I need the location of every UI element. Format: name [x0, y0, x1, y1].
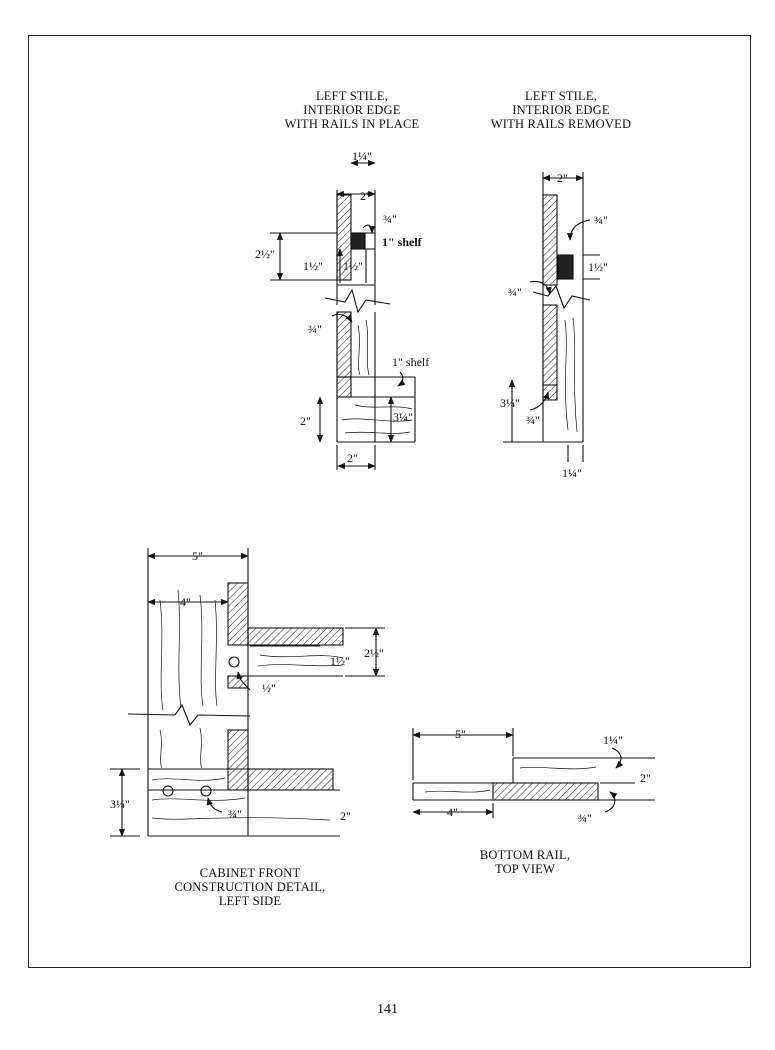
- dim-c-1-2: ½": [262, 681, 276, 695]
- dim-c-2: 2": [340, 809, 351, 823]
- page-frame: [28, 35, 751, 968]
- stile-removed-drawing: [503, 172, 600, 462]
- page-number: 141: [377, 1002, 398, 1017]
- dim-d-4: 4": [447, 805, 458, 819]
- dim-a-2-1-2: 2½": [255, 247, 275, 261]
- dim-b-3-4-left: ¾": [508, 285, 522, 299]
- dim-b-1-1-4: 1¼": [562, 466, 582, 480]
- dim-a-3-1-4: 3¼": [393, 410, 413, 424]
- dim-b-2-top: 2": [557, 171, 568, 185]
- dim-d-5: 5": [455, 727, 466, 741]
- dim-d-1-1-4: 1¼": [603, 733, 623, 747]
- dim-b-3-4-top: ¾": [594, 213, 608, 227]
- dim-b-3-1-4: 3¼": [500, 396, 520, 410]
- dim-a-1-shelf: 1" shelf: [382, 235, 423, 249]
- dim-c-5: 5": [192, 549, 203, 563]
- dim-a-2-bottom: 2": [347, 451, 358, 465]
- bottom-rail-drawing: [412, 728, 655, 818]
- dim-a-3-4-lower: ¾": [308, 322, 322, 336]
- caption-bottom-rail: BOTTOM RAIL, TOP VIEW: [479, 848, 571, 876]
- dim-a-2-top: 2": [360, 189, 371, 203]
- dim-a-3-4: ¾": [383, 212, 397, 226]
- dim-c-1-1-2: 1½": [330, 654, 350, 668]
- dim-c-3-1-4: 3¼": [110, 797, 130, 811]
- dim-d-3-4: ¾": [578, 811, 592, 825]
- dim-a-1-1-2-left: 1½": [303, 259, 323, 273]
- dim-a-1-1-4-top: 1¼": [352, 149, 372, 163]
- caption-stile-removed: LEFT STILE, INTERIOR EDGE WITH RAILS REM…: [490, 89, 632, 131]
- stile-in-place-drawing: [270, 159, 416, 470]
- dim-b-3-4-low: ¾": [526, 413, 540, 427]
- dim-a-1-1-2-right: 1½": [343, 259, 363, 273]
- caption-cabinet-front: CABINET FRONT CONSTRUCTION DETAIL, LEFT …: [174, 866, 326, 908]
- caption-stile-in-place: LEFT STILE, INTERIOR EDGE WITH RAILS IN …: [284, 89, 420, 131]
- dim-b-1-1-2: 1½": [588, 260, 608, 274]
- dim-d-2: 2": [640, 771, 651, 785]
- dim-c-2-1-2: 2½": [364, 646, 384, 660]
- dim-a-2-left: 2": [300, 414, 311, 428]
- cabinet-front-drawing: [110, 548, 385, 837]
- dim-c-3-4: ¾": [228, 807, 242, 821]
- dim-c-4: 4": [180, 595, 191, 609]
- dim-a-1-shelf-lower: 1" shelf: [392, 355, 429, 369]
